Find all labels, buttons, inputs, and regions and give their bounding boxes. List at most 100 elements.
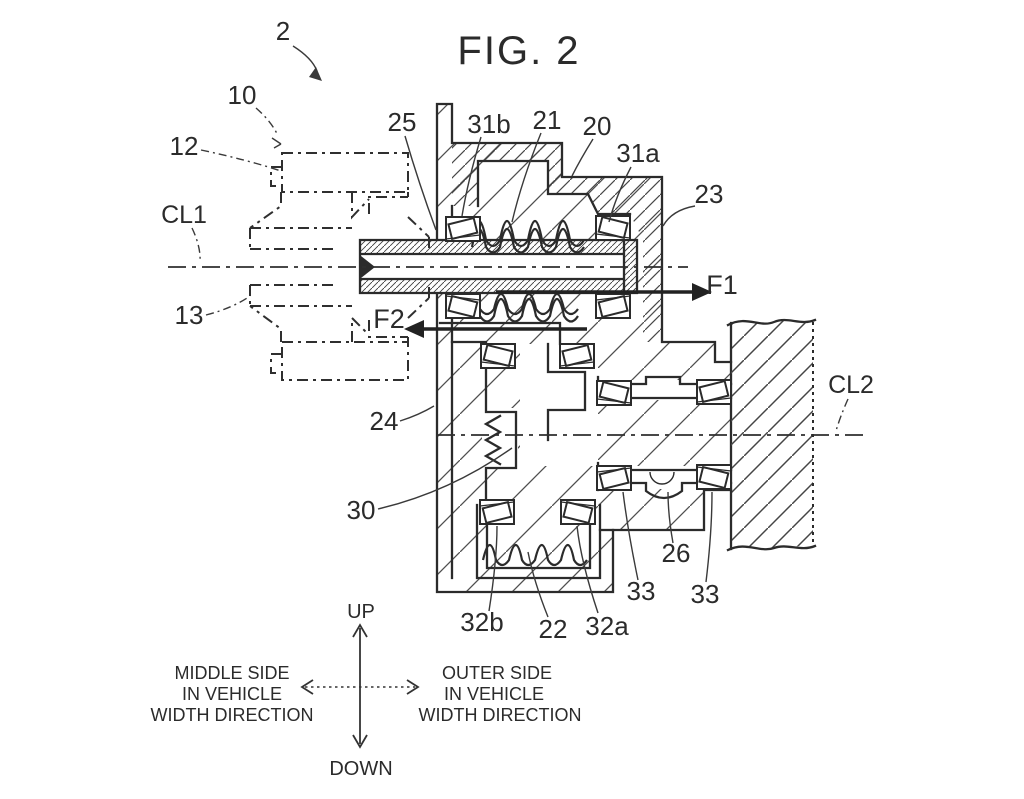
phantom-upper-hooks (351, 192, 430, 252)
label-ref-33-right: 33 (691, 579, 720, 609)
leader-22 (527, 551, 549, 618)
leader-33-left (622, 491, 639, 581)
phantom-left-steps (249, 192, 282, 342)
phantom-lower-block-13 (270, 341, 409, 381)
label-ref-13: 13 (175, 300, 204, 330)
wall-bottom-break-edge (726, 544, 817, 552)
label-ref-22: 22 (539, 614, 568, 644)
label-ref-2: 2 (276, 16, 290, 46)
shaft-inner-chamfer (361, 256, 375, 278)
bearing-31b-lower (445, 293, 481, 319)
force-f1-head (692, 283, 712, 301)
leader-13 (205, 295, 251, 316)
upper-housing-hatch (452, 143, 662, 342)
label-ref-26: 26 (662, 538, 691, 568)
leader-32b (488, 525, 498, 612)
label-label-cl2: CL2 (828, 371, 874, 399)
leader-10-arrowhead (271, 137, 282, 149)
leader-21 (511, 132, 542, 223)
label-compass-outer-3: WIDTH DIRECTION (419, 705, 582, 725)
side-member-wall (726, 318, 817, 552)
force-arrows (404, 283, 712, 338)
label-force-f1: F1 (706, 270, 738, 300)
label-ref-25: 25 (388, 107, 417, 137)
label-ref-23: 23 (695, 179, 724, 209)
compass-left-arrowhead (300, 679, 314, 695)
label-ref-12: 12 (170, 131, 199, 161)
leader-31b (461, 136, 482, 217)
label-compass-middle-3: WIDTH DIRECTION (151, 705, 314, 725)
leader-20 (571, 138, 594, 177)
leader-23 (662, 205, 696, 227)
label-compass-middle-2: IN VEHICLE (182, 684, 282, 704)
label-ref-31b: 31b (467, 109, 510, 139)
compass-right-arrowhead (406, 679, 420, 695)
bearing-32b-lower (479, 499, 515, 525)
bearing-33-upper-left (596, 380, 632, 406)
bottom-cup (475, 503, 615, 580)
bearing-31a-lower (595, 293, 631, 319)
leader-24 (399, 405, 435, 422)
leader-31a (608, 166, 632, 223)
spring-21-upper-inner (470, 227, 585, 254)
label-ref-32a: 32a (585, 611, 629, 641)
gear-26-tooth-arc (649, 471, 675, 485)
cup-inner (485, 511, 592, 570)
label-force-f2: F2 (373, 304, 405, 334)
spring-22-lower (481, 543, 588, 567)
label-ref-21: 21 (533, 105, 562, 135)
phantom-hub-assembly (249, 152, 430, 381)
label-compass-down: DOWN (329, 758, 392, 780)
wall-hatch (731, 320, 813, 550)
shaft-end-cap (624, 240, 637, 293)
wall-top-break-edge (726, 318, 817, 327)
label-ref-24: 24 (370, 406, 399, 436)
phantom-upper-block-12 (270, 152, 409, 193)
label-ref-33-left: 33 (627, 576, 656, 606)
label-figure-title: FIG. 2 (457, 29, 580, 73)
direction-compass (300, 623, 420, 749)
spline-zigzag (483, 414, 503, 466)
center-steps (450, 340, 587, 502)
leader-32a (576, 525, 599, 614)
leader-2-arrowhead (309, 67, 322, 81)
phantom-lower-hooks (351, 283, 430, 342)
bearing-33-lower-left (596, 465, 632, 491)
leader-30 (377, 447, 513, 510)
springs (464, 219, 588, 567)
spring-21-upper (470, 219, 585, 248)
leader-33-right (705, 491, 713, 583)
leader-12 (200, 149, 282, 172)
housing-outline (435, 102, 733, 594)
label-ref-10: 10 (228, 80, 257, 110)
leader-cl1 (191, 227, 201, 263)
bearing-32b-upper (480, 343, 516, 369)
mid-step-outline-left (450, 340, 518, 502)
label-ref-30: 30 (347, 495, 376, 525)
spring-mid-inner (464, 292, 579, 316)
label-compass-outer-2: IN VEHICLE (444, 684, 544, 704)
compass-down-arrowhead (352, 734, 368, 749)
label-compass-outer-1: OUTER SIDE (442, 663, 552, 683)
bearing-32a-lower (560, 499, 596, 525)
leader-26 (667, 491, 674, 544)
bearing-31a-upper (595, 215, 631, 241)
phantom-spline-shaft (249, 227, 352, 307)
leader-cl2 (835, 398, 849, 432)
leader-10 (255, 107, 279, 137)
leader-25 (404, 135, 437, 231)
label-compass-up: UP (347, 601, 375, 623)
compass-up-arrowhead (352, 623, 368, 638)
label-label-cl1: CL1 (161, 201, 207, 229)
label-compass-middle-1: MIDDLE SIDE (174, 663, 289, 683)
bearing-33-lower-right (696, 464, 732, 490)
bearing-31b-upper (445, 216, 481, 242)
leader-lines (191, 45, 849, 618)
cup-outer (475, 503, 602, 580)
spring-mid (464, 297, 579, 323)
bearing-32a-upper (559, 343, 595, 369)
bearing-33-upper-right (696, 379, 732, 405)
